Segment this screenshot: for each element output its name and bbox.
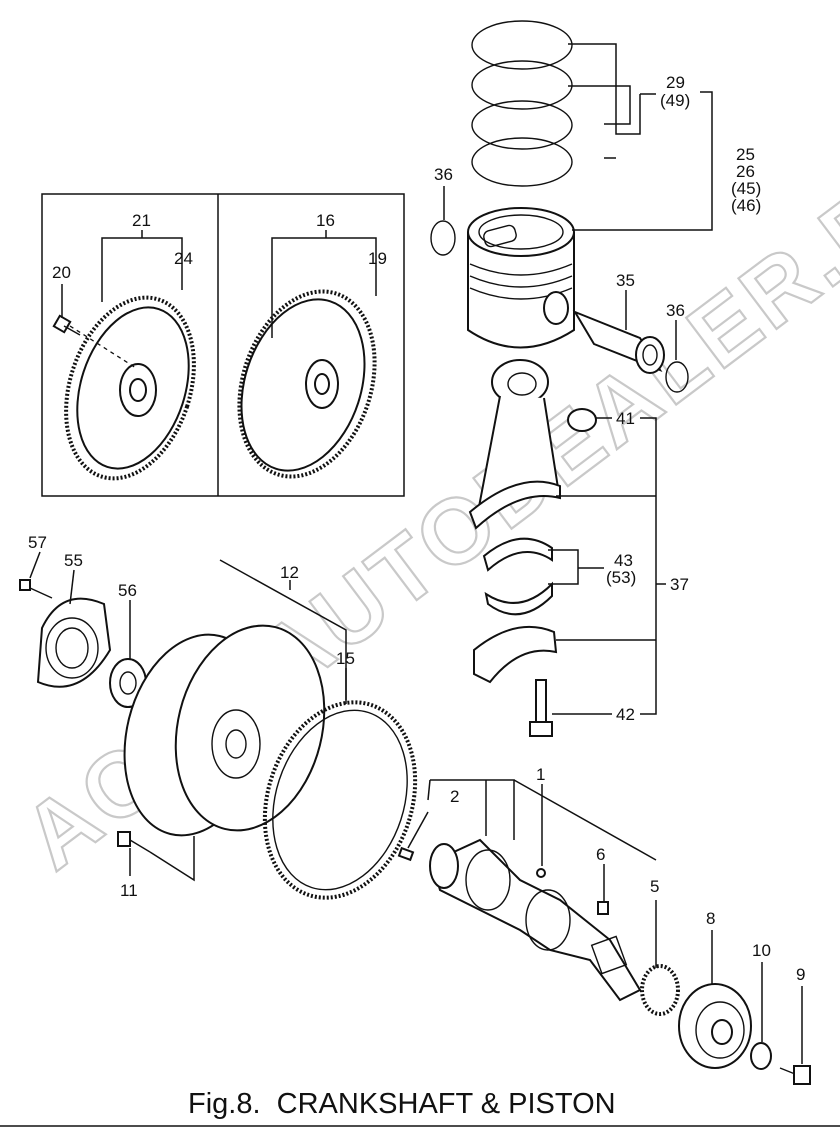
ring-gear-24 — [64, 295, 196, 481]
bolt-axis — [69, 325, 137, 369]
callout-21: 21 — [132, 211, 151, 230]
piston-pin-35 — [572, 309, 665, 374]
flywheel-assembly-21 — [52, 295, 196, 481]
callout-24: 24 — [174, 249, 193, 268]
flywheel-disc-16 — [240, 298, 366, 472]
callout-labels: 1 2 5 6 8 9 10 11 12 15 16 19 20 21 24 2… — [28, 73, 805, 984]
small-end-bush-41 — [567, 408, 597, 432]
snap-ring-36-right — [665, 361, 689, 393]
callout-12: 12 — [280, 563, 299, 582]
callout-57: 57 — [28, 533, 47, 552]
crankshaft-5 — [429, 838, 680, 1016]
callout-41: 41 — [616, 409, 635, 428]
bolt-11 — [117, 831, 151, 853]
callout-55: 55 — [64, 551, 83, 570]
callout-2: 2 — [450, 787, 459, 806]
callout-5: 5 — [650, 877, 659, 896]
callout-26: 26 — [736, 162, 755, 181]
callout-8: 8 — [706, 909, 715, 928]
callout-53: (53) — [606, 568, 636, 587]
flywheel-assembly-16 — [237, 289, 377, 479]
snap-ring-36-left — [430, 220, 456, 256]
callout-15: 15 — [336, 649, 355, 668]
pulley-8 — [678, 983, 752, 1069]
callout-20: 20 — [52, 263, 71, 282]
callout-45: (45) — [731, 179, 761, 198]
connecting-rod-37 — [468, 359, 597, 530]
callout-36-left: 36 — [434, 165, 453, 184]
rod-bolt-42 — [529, 679, 553, 737]
callout-10: 10 — [752, 941, 771, 960]
callout-35: 35 — [616, 271, 635, 290]
piston-25 — [467, 207, 575, 349]
piston-rings-29 — [471, 20, 573, 187]
dowel-2 — [397, 846, 415, 862]
ring-gear-19 — [237, 289, 377, 479]
callout-37: 37 — [670, 575, 689, 594]
callout-1: 1 — [536, 765, 545, 784]
callout-46: (46) — [731, 196, 761, 215]
callout-36-right: 36 — [666, 301, 685, 320]
callout-56: 56 — [118, 581, 137, 600]
callout-42: 42 — [616, 705, 635, 724]
flywheel-inset-box — [41, 193, 405, 497]
callout-29: 29 — [666, 73, 685, 92]
callout-43: 43 — [614, 551, 633, 570]
callout-49: (49) — [660, 91, 690, 110]
leader-lines — [29, 43, 803, 1064]
plug-1 — [536, 868, 546, 878]
ring-gear-15 — [262, 700, 418, 900]
inset-frame — [41, 193, 405, 497]
seal-housing-55 — [36, 597, 112, 688]
crank-gear — [640, 964, 680, 1016]
figure-caption: Fig.8. CRANKSHAFT & PISTON — [188, 1088, 616, 1120]
callout-25: 25 — [736, 145, 755, 164]
callout-6: 6 — [596, 845, 605, 864]
callout-16: 16 — [316, 211, 335, 230]
callout-19: 19 — [368, 249, 387, 268]
bolt-9 — [779, 1065, 811, 1085]
bearing-shells-43 — [482, 537, 553, 616]
key-6 — [597, 901, 609, 915]
bolt-20 — [52, 314, 81, 336]
bolt-57 — [19, 579, 53, 599]
washer-10 — [750, 1042, 772, 1070]
callout-11: 11 — [120, 881, 138, 900]
callout-9: 9 — [796, 965, 805, 984]
rod-cap-37 — [473, 625, 558, 684]
flywheel-12 — [123, 624, 326, 837]
inset-leaders — [61, 230, 377, 338]
